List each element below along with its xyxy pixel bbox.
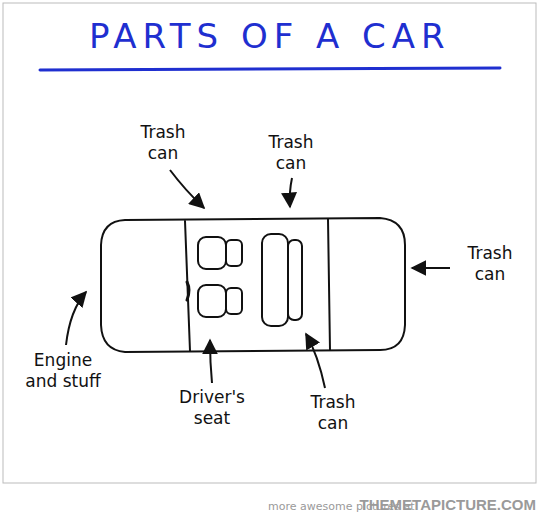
leader-lines [66,170,450,388]
frame [3,3,536,483]
part-label: Trash can [258,132,324,175]
part-label: Trash can [130,122,196,165]
watermark: THEMETAPICTURE.COM [360,496,536,515]
part-label: Trash can [455,243,525,286]
title-underline [40,68,500,70]
part-label: Driver's seat [172,387,252,430]
diagram-title: PARTS OF A CAR [89,18,451,55]
part-label: Trash can [300,392,366,435]
car-body [101,218,405,352]
part-label: Engine and stuff [18,350,108,393]
